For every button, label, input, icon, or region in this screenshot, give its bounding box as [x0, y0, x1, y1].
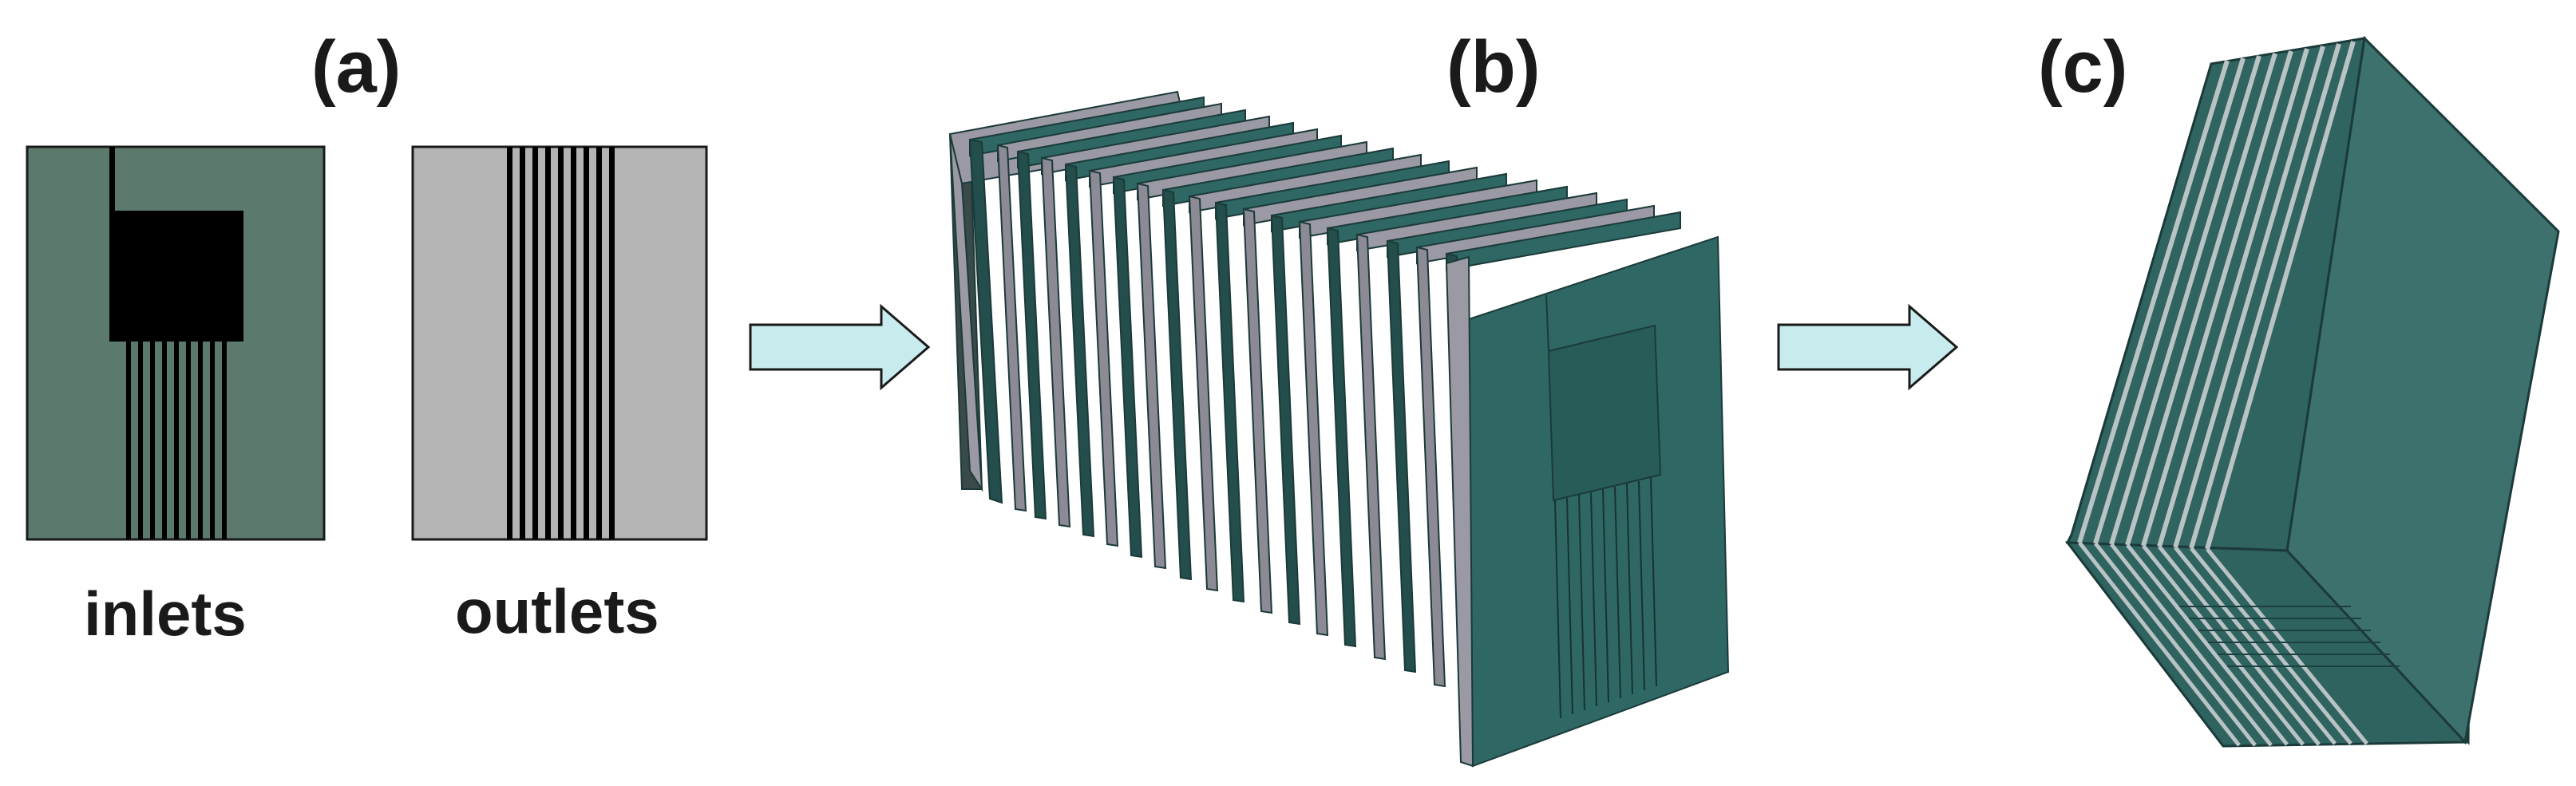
right-arrow-icon [1777, 303, 1959, 391]
bonded-block [2064, 35, 2560, 748]
outlet-plate [411, 145, 708, 541]
panel-label-c: (c) [2038, 26, 2128, 108]
outlet-channels [507, 147, 615, 539]
inlets-caption: inlets [84, 579, 247, 649]
front-plate-channels [1554, 477, 1657, 719]
outlets-caption: outlets [455, 576, 659, 646]
panel-label-b: (b) [1446, 26, 1541, 108]
block-bottom-stripes [2078, 541, 2368, 747]
inlet-plate [26, 145, 326, 541]
right-arrow-icon [749, 303, 931, 391]
inlet-channels [126, 342, 227, 539]
block-layer-stripes [2077, 41, 2356, 550]
front-inlet-plate [1445, 235, 1730, 768]
block-channel-grid [2179, 606, 2400, 667]
plate-stack [948, 90, 1681, 704]
panel-label-a: (a) [311, 26, 402, 108]
